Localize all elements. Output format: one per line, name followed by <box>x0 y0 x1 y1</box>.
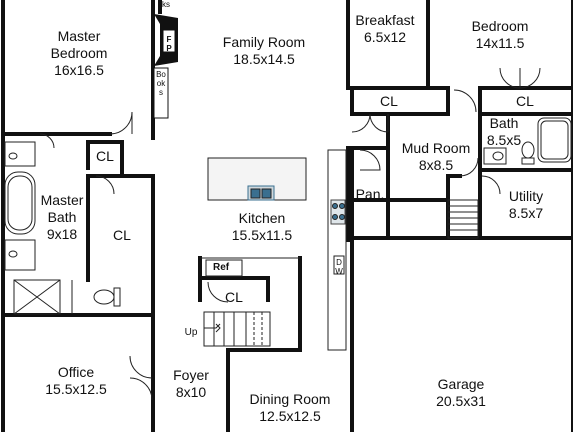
room-foyer-dims: 8x10 <box>175 384 207 400</box>
room-master-bedroom-dims: 16x16.5 <box>54 62 104 78</box>
room-breakfast-name: Breakfast <box>355 12 415 28</box>
thin-lines <box>4 67 572 401</box>
room-office-name: Office <box>57 364 95 380</box>
room-dining-room-name: Dining Room <box>249 391 331 407</box>
refrigerator-label: Ref <box>213 262 230 273</box>
room-foyer: Foyer 8x10 <box>173 367 209 401</box>
closet-label-master-closet: CL <box>113 227 131 243</box>
closet-label-breakfast: CL <box>380 93 398 109</box>
dishwasher-label: DW <box>335 258 343 276</box>
room-office-dims: 15.5x12.5 <box>45 381 107 397</box>
books-label: Books <box>156 70 166 97</box>
closet-label-foyer: CL <box>225 289 243 305</box>
room-breakfast: Breakfast 6.5x12 <box>355 12 414 46</box>
room-garage-dims: 20.5x31 <box>436 393 486 409</box>
room-bath-name: Bath <box>489 115 519 131</box>
room-kitchen-name: Kitchen <box>238 210 286 226</box>
room-master-bedroom-name: Master Bedroom <box>50 28 108 61</box>
room-dining-room: Dining Room 12.5x12.5 <box>250 391 331 425</box>
room-kitchen: Kitchen 15.5x11.5 <box>232 210 292 244</box>
closet-label-master-bath: CL <box>96 148 114 164</box>
fireplace-label: FP <box>166 35 172 53</box>
room-dining-room-dims: 12.5x12.5 <box>259 408 321 424</box>
room-bath-dims: 8.5x5 <box>486 132 522 148</box>
room-utility-dims: 8.5x7 <box>508 205 544 221</box>
books-top-label: ks <box>162 0 170 9</box>
room-family-room: Family Room 18.5x14.5 <box>223 34 305 68</box>
room-master-bath-name: Master Bath <box>40 192 84 225</box>
room-utility: Utility 8.5x7 <box>509 188 543 222</box>
room-mud-room: Mud Room 8x8.5 <box>402 140 470 174</box>
room-mud-room-name: Mud Room <box>401 140 471 156</box>
room-master-bedroom: Master Bedroom 16x16.5 <box>51 28 108 79</box>
room-family-room-name: Family Room <box>222 34 306 50</box>
room-office: Office 15.5x12.5 <box>45 364 107 398</box>
pantry-label: Pan. <box>355 186 385 202</box>
room-master-bath: Master Bath 9x18 <box>41 192 84 243</box>
room-bedroom: Bedroom 14x11.5 <box>472 18 529 52</box>
room-garage-name: Garage <box>437 376 485 392</box>
room-mud-room-dims: 8x8.5 <box>418 157 454 173</box>
fireplace <box>153 14 178 119</box>
closet-label-bedroom: CL <box>516 93 534 109</box>
room-foyer-name: Foyer <box>173 367 209 383</box>
stairs-up-label: Up <box>184 327 198 338</box>
room-breakfast-dims: 6.5x12 <box>363 29 407 45</box>
room-family-room-dims: 18.5x14.5 <box>233 51 295 67</box>
room-garage: Garage 20.5x31 <box>436 376 486 410</box>
room-bath: Bath 8.5x5 <box>487 115 521 149</box>
room-bedroom-dims: 14x11.5 <box>475 35 525 51</box>
room-master-bath-dims: 9x18 <box>46 226 78 242</box>
room-kitchen-dims: 15.5x11.5 <box>231 227 293 243</box>
room-bedroom-name: Bedroom <box>471 18 529 34</box>
room-utility-name: Utility <box>508 188 544 204</box>
